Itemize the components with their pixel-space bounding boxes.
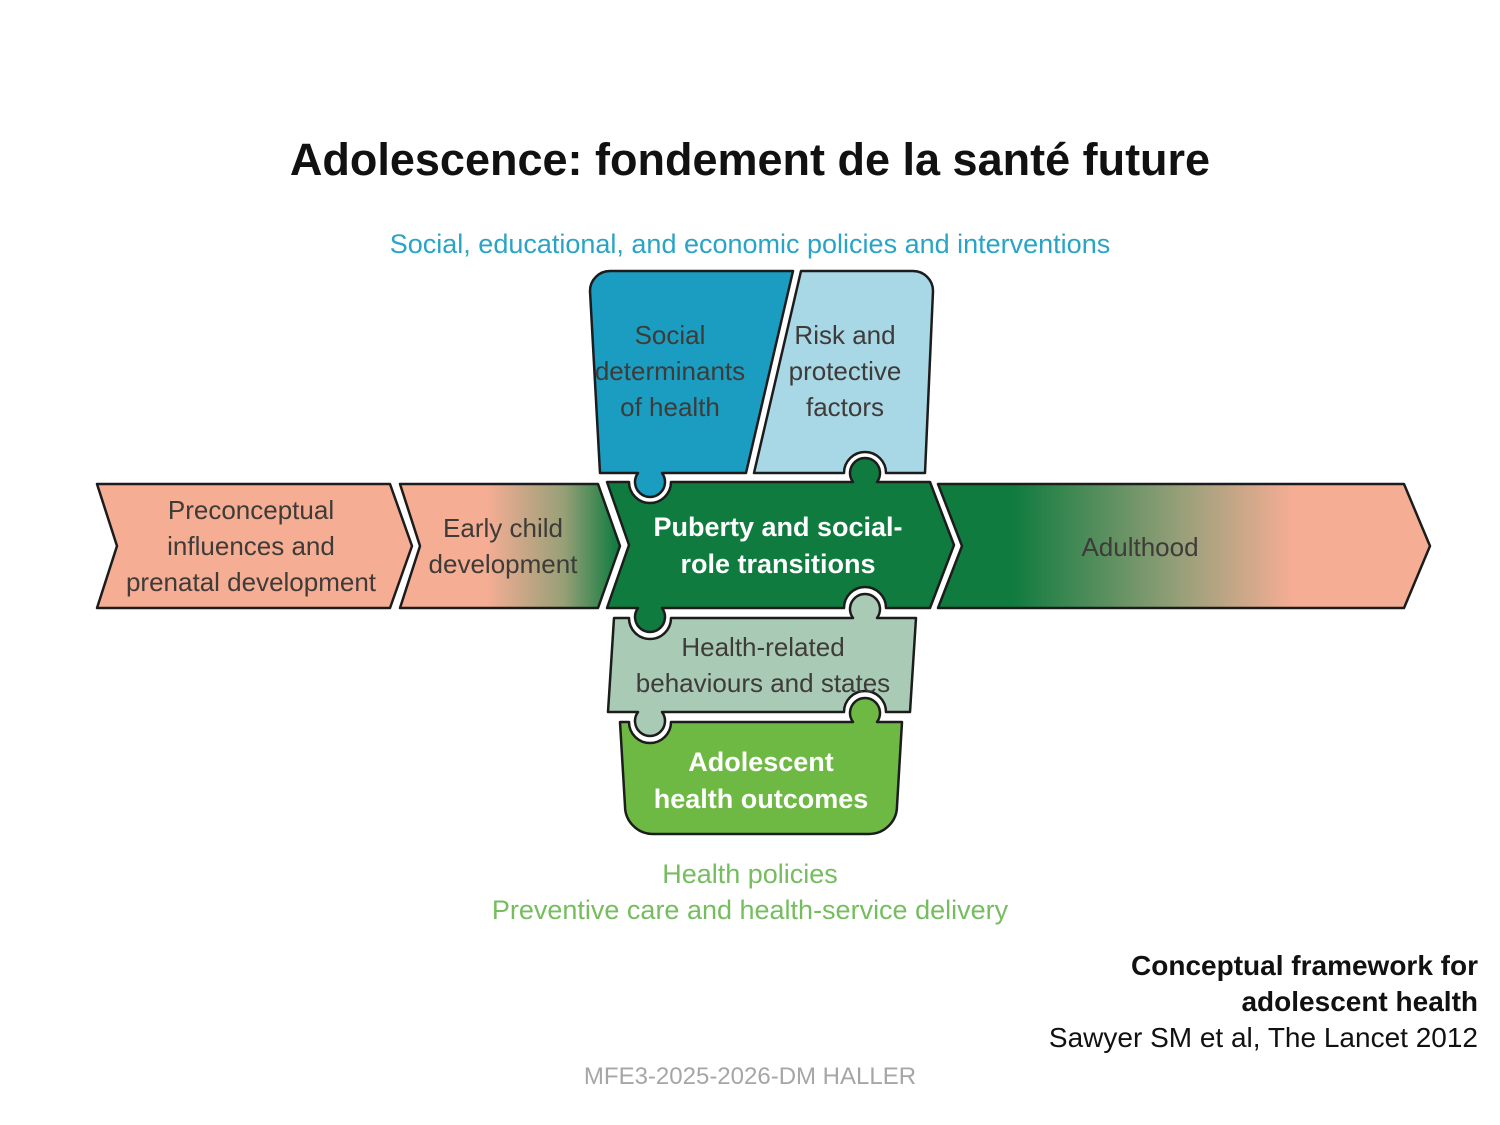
arrow-early-child-label: Early child development: [428, 513, 578, 579]
piece-puberty-shape: [605, 456, 956, 634]
piece-puberty-label: Puberty and social-role transitions: [653, 512, 903, 579]
arrow-preconceptual-label: Preconceptual influences and prenatal de…: [125, 495, 377, 597]
arrow-early-child-shape: [398, 482, 622, 610]
top-policies-label: Social, educational, and economic polici…: [389, 229, 1111, 259]
bottom-preventive-care-label: Preventive care and health-service deliv…: [491, 895, 1009, 925]
bottom-health-policies-label: Health policies: [662, 859, 838, 889]
slide-title: Adolescence: fondement de la santé futur…: [289, 134, 1211, 185]
arrow-adulthood-label: Adulthood: [1081, 532, 1199, 562]
arrow-adulthood-shape: [936, 482, 1432, 610]
credit-citation: Sawyer SM et al, The Lancet 2012: [1048, 1022, 1478, 1053]
piece-social-determinants-shape: [588, 269, 795, 499]
credit-line-1: Conceptual framework for: [1131, 950, 1478, 981]
piece-risk-protective-shape: [752, 269, 935, 475]
piece-social-determinants-label: Social determinants of health: [594, 320, 746, 422]
credit-block: Conceptual framework for adolescent heal…: [958, 948, 1478, 1056]
piece-adolescent-outcomes-shape: [618, 696, 904, 836]
credit-line-2: adolescent health: [1241, 986, 1478, 1017]
piece-health-behaviours-shape: [606, 592, 918, 738]
arrow-preconceptual-shape: [95, 482, 414, 610]
piece-adolescent-outcomes-label: Adolescent health outcomes: [653, 747, 869, 814]
piece-health-behaviours-label: Health-related behaviours and states: [635, 632, 891, 698]
slide-footer: MFE3-2025-2026-DM HALLER: [583, 1063, 917, 1090]
piece-risk-protective-label: Risk and protective factors: [788, 320, 902, 422]
